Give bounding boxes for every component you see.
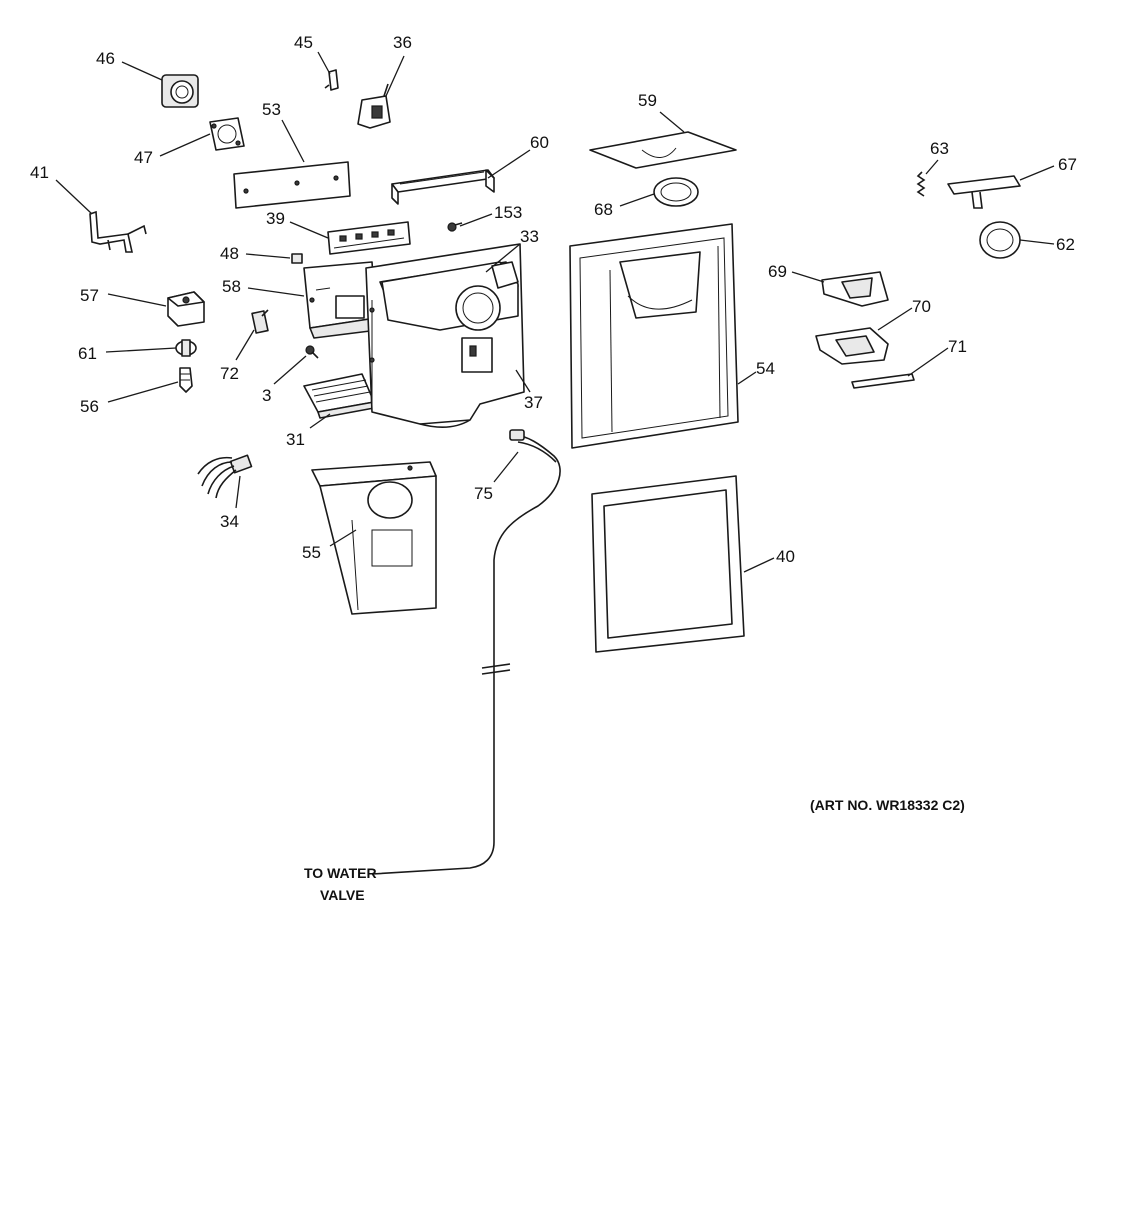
part-3-screw: [305, 345, 319, 359]
part-70-chute-door: [815, 327, 889, 365]
callout-54: 54: [756, 359, 775, 378]
part-36-switch: [357, 83, 391, 129]
callout-34: 34: [220, 512, 239, 531]
part-57-solenoid: [167, 291, 205, 327]
callout-69: 69: [768, 262, 787, 281]
water-valve-note-line1: TO WATER: [304, 865, 377, 881]
callout-36: 36: [393, 33, 412, 52]
leader-lines: [55, 51, 1055, 573]
part-153-screw: [447, 222, 463, 232]
part-58-housing: [303, 261, 379, 339]
callout-58: 58: [222, 277, 241, 296]
callout-47: 47: [134, 148, 153, 167]
callout-48: 48: [220, 244, 239, 263]
callout-31: 31: [286, 430, 305, 449]
part-31-drip-tray: [303, 373, 375, 419]
part-72-switch: [251, 309, 269, 334]
callout-3: 3: [262, 386, 271, 405]
callout-56: 56: [80, 397, 99, 416]
part-59-top-plate: [589, 131, 737, 169]
callout-labels: 46 45 36 47 53 60 41 39 153 33 48 58 57 …: [30, 33, 1077, 566]
callout-46: 46: [96, 49, 115, 68]
part-68-gasket: [653, 177, 699, 207]
part-46-knob: [161, 74, 199, 108]
part-63-spring: [916, 171, 926, 197]
part-41-bracket: [89, 210, 147, 253]
callout-53: 53: [262, 100, 281, 119]
callout-41: 41: [30, 163, 49, 182]
callout-45: 45: [294, 33, 313, 52]
part-71-rod: [851, 373, 915, 389]
part-40-frame-gasket: [591, 475, 745, 653]
part-67-bracket: [947, 175, 1021, 209]
part-69-chute: [821, 271, 889, 307]
callout-71: 71: [948, 337, 967, 356]
callout-33: 33: [520, 227, 539, 246]
part-53-cover-plate: [233, 161, 351, 209]
callout-62: 62: [1056, 235, 1075, 254]
callout-72: 72: [220, 364, 239, 383]
part-61-connector: [175, 339, 197, 357]
part-75-water-tube: [371, 429, 561, 875]
callout-59: 59: [638, 91, 657, 110]
part-34-wire-harness: [197, 454, 253, 499]
callout-57: 57: [80, 286, 99, 305]
part-37-dispenser-housing: [365, 243, 525, 428]
callout-61: 61: [78, 344, 97, 363]
part-45-clip: [324, 69, 339, 91]
callout-70: 70: [912, 297, 931, 316]
callout-55: 55: [302, 543, 321, 562]
part-47-bracket: [209, 117, 245, 151]
callout-63: 63: [930, 139, 949, 158]
part-56-fitting: [179, 367, 193, 393]
part-62-lens: [979, 221, 1021, 259]
callout-67: 67: [1058, 155, 1077, 174]
callout-60: 60: [530, 133, 549, 152]
part-39-control-board: [327, 221, 411, 255]
part-60-handle: [391, 169, 495, 205]
callout-37: 37: [524, 393, 543, 412]
water-valve-note-line2: VALVE: [320, 887, 365, 903]
callout-68: 68: [594, 200, 613, 219]
callout-153: 153: [494, 203, 522, 222]
part-48-connector: [291, 253, 303, 264]
callout-75: 75: [474, 484, 493, 503]
callout-40: 40: [776, 547, 795, 566]
callout-39: 39: [266, 209, 285, 228]
art-number-note: (ART NO. WR18332 C2): [810, 797, 965, 813]
part-54-back-panel: [569, 223, 739, 449]
part-55-front-panel: [311, 461, 437, 615]
